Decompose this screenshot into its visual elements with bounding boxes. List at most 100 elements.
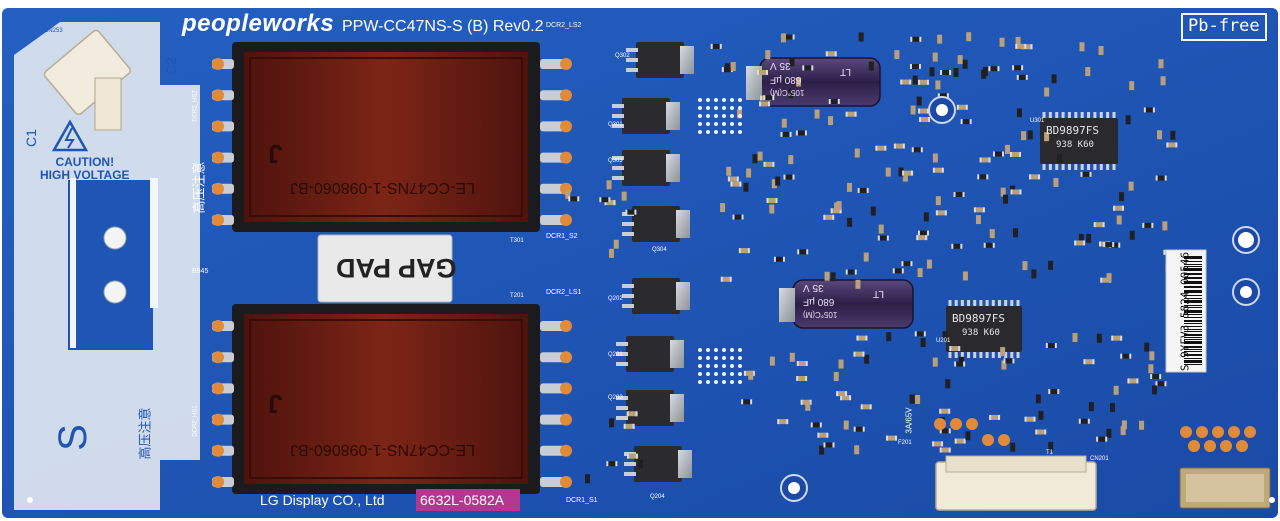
- smd-part: [1109, 402, 1115, 412]
- smd-lead: [1096, 436, 1099, 442]
- smd-part: [990, 414, 1000, 420]
- ic-pin: [973, 352, 977, 358]
- smd-lead: [1035, 429, 1038, 435]
- via: [706, 364, 710, 368]
- smd-part: [902, 172, 908, 182]
- smd-lead: [1025, 74, 1028, 80]
- smd-lead: [911, 147, 914, 153]
- smd-lead: [1083, 240, 1086, 246]
- via: [706, 106, 710, 110]
- smd-part: [781, 118, 787, 128]
- smd-lead: [568, 196, 571, 202]
- smd-lead: [765, 69, 768, 75]
- smd-part: [726, 166, 732, 176]
- smd-part: [1156, 175, 1166, 181]
- smd-part: [1001, 360, 1007, 370]
- smd-part: [1121, 420, 1127, 430]
- smd-part: [912, 147, 922, 153]
- smd-lead: [963, 438, 966, 444]
- smd-lead: [853, 351, 856, 357]
- smd-part: [764, 95, 774, 101]
- smd-part: [760, 101, 770, 107]
- smd-lead: [849, 395, 852, 401]
- smd-part: [1144, 342, 1150, 352]
- barcode-bar: [1184, 364, 1202, 365]
- smd-lead: [923, 331, 926, 337]
- smd-lead: [759, 101, 762, 107]
- silk-fuse: 3A/65V: [904, 407, 914, 434]
- smd-part: [1121, 353, 1131, 359]
- smd-part: [959, 356, 965, 366]
- smd-part: [1116, 215, 1122, 225]
- smd-part: [887, 435, 897, 441]
- smd-part: [1113, 385, 1119, 395]
- smd-lead: [635, 453, 638, 459]
- smd-part: [878, 235, 888, 241]
- smd-part: [1022, 261, 1028, 271]
- smd-lead: [932, 441, 935, 447]
- barcode-bar: [1184, 277, 1202, 279]
- mosfet-lead: [622, 232, 634, 236]
- smd-part: [936, 210, 946, 216]
- smd-part: [1101, 277, 1111, 283]
- smd-part: [1027, 130, 1033, 140]
- smd-part: [893, 268, 903, 274]
- smd-lead: [789, 131, 792, 137]
- solder-pad: [212, 444, 224, 457]
- smd-part: [894, 143, 904, 149]
- mosfet-lead: [622, 294, 634, 298]
- smd-lead: [1120, 353, 1123, 359]
- smd-lead: [1159, 374, 1162, 380]
- via: [730, 364, 734, 368]
- smd-part: [962, 271, 968, 281]
- cjk-warning-upper: 高压注意: [191, 161, 207, 214]
- smd-lead: [1089, 171, 1092, 177]
- smd-part: [1167, 142, 1177, 148]
- connector-cn253: [43, 29, 131, 131]
- smd-part: [788, 89, 794, 99]
- via: [722, 122, 726, 126]
- transformer-lower-marking: LE-CC47NS-1-098060-BJ: [290, 441, 475, 458]
- smd-lead: [823, 442, 826, 448]
- barcode: [1184, 256, 1202, 365]
- smd-part: [1120, 426, 1126, 436]
- ic-pin: [960, 300, 964, 306]
- via: [730, 356, 734, 360]
- ic-pin: [1093, 164, 1097, 170]
- via: [698, 348, 702, 352]
- via: [738, 372, 742, 376]
- smd-part: [917, 268, 923, 278]
- ic-pin: [1093, 112, 1097, 118]
- smd-part: [565, 189, 571, 199]
- smd-lead: [577, 196, 580, 202]
- smd-part: [1011, 189, 1021, 195]
- ic-pin: [1048, 112, 1052, 118]
- smd-part: [1016, 108, 1022, 118]
- smd-lead: [719, 43, 722, 49]
- smd-part: [955, 438, 965, 444]
- smd-part: [846, 111, 856, 117]
- hv-silk-zone: [14, 22, 200, 510]
- smd-part: [605, 200, 615, 206]
- smd-part: [937, 34, 943, 44]
- barcode-bar: [1184, 334, 1202, 336]
- barcode-bar: [1184, 295, 1202, 296]
- transformer-t201: [232, 304, 540, 494]
- smd-part: [916, 96, 922, 106]
- ic-pin: [948, 352, 952, 358]
- smd-part: [878, 224, 884, 234]
- smd-part: [1078, 233, 1084, 243]
- via: [698, 122, 702, 126]
- smd-lead: [792, 34, 795, 40]
- smd-lead: [960, 119, 963, 125]
- via: [730, 106, 734, 110]
- smd-lead: [992, 151, 995, 157]
- via: [698, 380, 702, 384]
- smd-lead: [1003, 358, 1006, 364]
- smd-lead: [783, 174, 786, 180]
- smd-part: [898, 167, 904, 177]
- smd-lead: [892, 268, 895, 274]
- smd-part: [940, 447, 950, 453]
- smd-lead: [1103, 242, 1106, 248]
- smd-lead: [853, 426, 856, 432]
